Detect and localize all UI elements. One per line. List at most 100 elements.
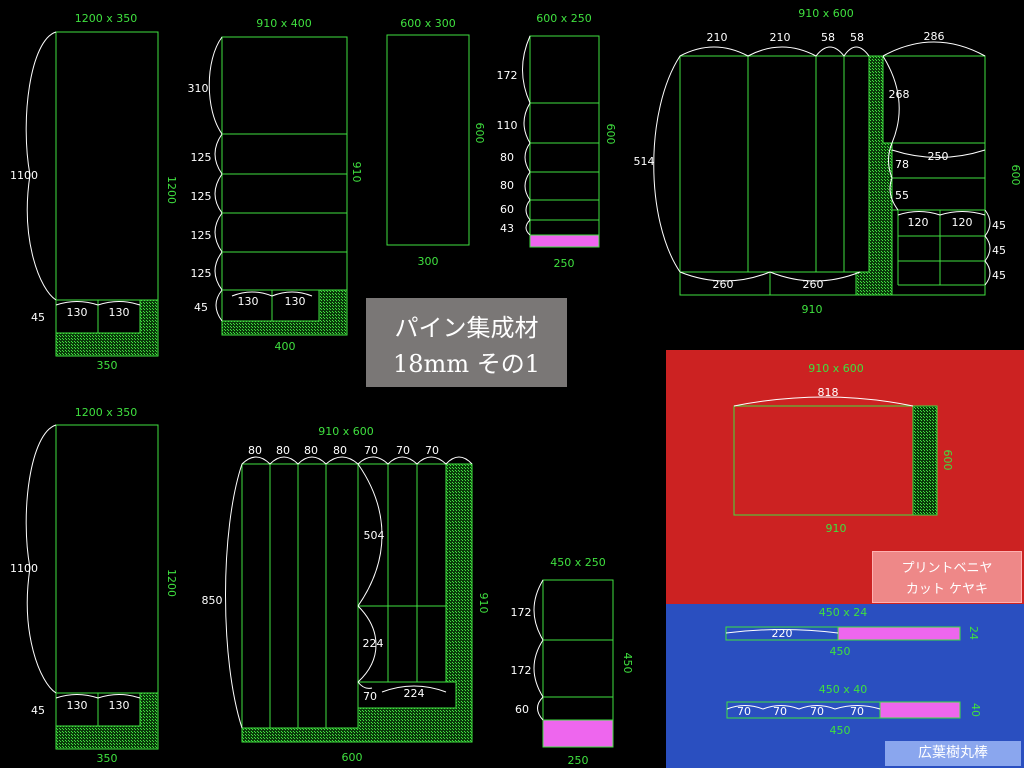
offcut-pink — [837, 626, 961, 641]
dim-width: 910 — [826, 522, 847, 535]
dim-label: 210 — [770, 31, 791, 44]
dim-height: 1100 — [10, 169, 38, 182]
dim-width: 250 — [568, 754, 589, 767]
dim-cut: 130 — [67, 306, 88, 319]
dim-label: 55 — [895, 189, 909, 202]
dim-label: 220 — [772, 627, 793, 640]
dim-label: 80 — [500, 151, 514, 164]
panel-910x600-bottom: 910 x 600 80 80 80 80 70 70 70 850 504 2… — [202, 425, 491, 764]
panel-1200x350-bottom: 1200 x 350 1100 1200 45 130 130 350 — [10, 406, 178, 765]
dim-width: 350 — [97, 359, 118, 372]
offcut-pink — [542, 719, 614, 748]
dim-label: 70 — [425, 444, 439, 457]
dim-label: 58 — [850, 31, 864, 44]
dim-cut: 130 — [67, 699, 88, 712]
material-title-line2: 18mm その1 — [393, 350, 540, 378]
dim-label: 70 — [810, 705, 824, 718]
dim-label: 70 — [396, 444, 410, 457]
dim-side: 40 — [969, 703, 982, 717]
panel-size-label: 910 x 600 — [798, 7, 854, 20]
panel-size-label: 450 x 40 — [819, 683, 868, 696]
dim-label: 310 — [188, 82, 209, 95]
panel-size-label: 600 x 250 — [536, 12, 592, 25]
panel-size-label: 600 x 300 — [400, 17, 456, 30]
dim-label: 45 — [992, 219, 1006, 232]
dim-label: 80 — [500, 179, 514, 192]
dim-width: 400 — [275, 340, 296, 353]
dim-label: 110 — [497, 119, 518, 132]
dim-bottom: 45 — [31, 704, 45, 717]
dim-label: 80 — [304, 444, 318, 457]
dim-label: 80 — [276, 444, 290, 457]
dim-label: 172 — [497, 69, 518, 82]
panel-veneer-910x600: 910 x 600 818 600 910 — [733, 362, 954, 535]
dim-label: 45 — [194, 301, 208, 314]
panel-600x250: 600 x 250 172 110 80 80 60 43 600 250 — [497, 12, 618, 270]
panel-size-label: 910 x 400 — [256, 17, 312, 30]
dim-width: 250 — [554, 257, 575, 270]
dim-side: 450 — [621, 653, 634, 674]
dim-side: 600 — [604, 124, 617, 145]
dim-side: 1200 — [165, 569, 178, 597]
material-title-box: パイン集成材 18mm その1 — [366, 298, 567, 387]
dim-label: 120 — [908, 216, 929, 229]
panel-size-label: 450 x 24 — [819, 606, 868, 619]
dim-label: 80 — [248, 444, 262, 457]
dim-label: 224 — [404, 687, 425, 700]
dim-label: 125 — [191, 151, 212, 164]
panel-450x250: 450 x 250 172 172 60 450 250 — [511, 556, 635, 767]
dim-side: 1200 — [165, 176, 178, 204]
dim-width: 450 — [830, 724, 851, 737]
panel-size-label: 910 x 600 — [318, 425, 374, 438]
dim-label: 125 — [191, 190, 212, 203]
veneer-label-line2: カット ケヤキ — [905, 582, 989, 597]
dim-height: 1100 — [10, 562, 38, 575]
dim-label: 172 — [511, 664, 532, 677]
dim-label: 70 — [364, 444, 378, 457]
dim-label: 120 — [952, 216, 973, 229]
dim-label: 125 — [191, 229, 212, 242]
dim-label: 70 — [773, 705, 787, 718]
dim-width: 300 — [418, 255, 439, 268]
rod-450x40: 450 x 40 70 70 70 70 40 450 — [726, 683, 982, 737]
dim-label: 45 — [992, 269, 1006, 282]
dim-label: 224 — [363, 637, 384, 650]
panel-910x400: 910 x 400 310 125 125 125 125 45 130 130… — [188, 17, 364, 353]
veneer-label-box: プリントベニヤ カット ケヤキ — [872, 551, 1022, 603]
dim-label: 70 — [850, 705, 864, 718]
material-title-line1: パイン集成材 — [394, 314, 539, 342]
dim-side: 600 — [941, 450, 954, 471]
dim-label: 210 — [707, 31, 728, 44]
dim-width: 350 — [97, 752, 118, 765]
dim-label: 70 — [737, 705, 751, 718]
dim-label: 818 — [818, 386, 839, 399]
dim-label: 172 — [511, 606, 532, 619]
dim-side: 910 — [350, 162, 363, 183]
dim-label: 260 — [803, 278, 824, 291]
dim-label: 260 — [713, 278, 734, 291]
dim-label: 268 — [889, 88, 910, 101]
dim-label: 504 — [364, 529, 385, 542]
dim-label: 514 — [634, 155, 655, 168]
dim-label: 130 — [285, 295, 306, 308]
dim-width: 450 — [830, 645, 851, 658]
dim-side: 600 — [1009, 165, 1022, 186]
dim-label: 60 — [515, 703, 529, 716]
offcut-pink — [529, 234, 600, 248]
panel-size-label: 1200 x 350 — [75, 406, 138, 419]
panel-size-label: 450 x 250 — [550, 556, 606, 569]
dim-cut: 130 — [109, 699, 130, 712]
dim-width: 600 — [342, 751, 363, 764]
dim-label: 250 — [928, 150, 949, 163]
veneer-label-line1: プリントベニヤ — [901, 561, 993, 576]
dim-width: 910 — [802, 303, 823, 316]
dim-label: 286 — [924, 30, 945, 43]
dim-label: 78 — [895, 158, 909, 171]
dim-label: 850 — [202, 594, 223, 607]
panel-910x600-top: 910 x 600 210 210 58 58 286 514 268 250 … — [634, 7, 1023, 316]
dim-side: 600 — [473, 123, 486, 144]
panel-size-label: 910 x 600 — [808, 362, 864, 375]
dim-side: 910 — [477, 593, 490, 614]
dim-label: 45 — [992, 244, 1006, 257]
